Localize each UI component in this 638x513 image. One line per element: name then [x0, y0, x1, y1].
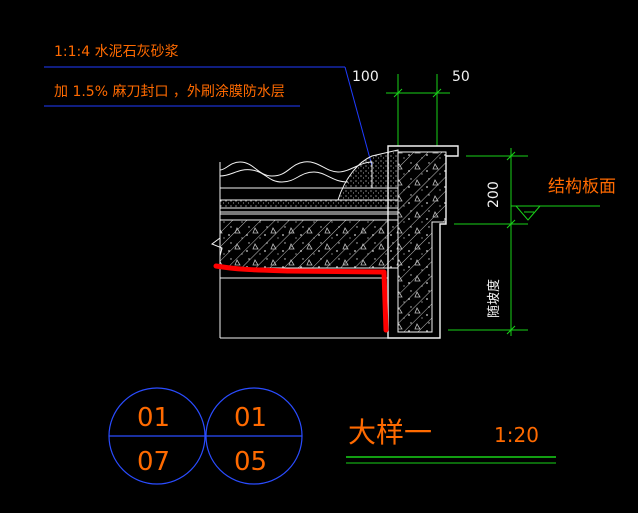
callout-1: 01 07	[108, 387, 206, 485]
note-line-1: 1:1:4 水泥石灰砂浆	[54, 44, 179, 60]
dimension-100: 100	[352, 69, 379, 85]
detail-title: 大样一	[348, 416, 432, 449]
callout-2-top: 01	[234, 403, 267, 433]
label-structure-slab: 结构板面	[548, 177, 616, 197]
highlight-markup	[213, 263, 389, 333]
callout-1-top: 01	[137, 403, 170, 433]
note-line-2: 加 1.5% 麻刀封口 ，外刷涂膜防水层	[54, 84, 285, 100]
dimension-200: 200	[486, 181, 502, 208]
roof-layers	[210, 149, 399, 339]
dimension-slope-note: 随坡度	[486, 279, 502, 318]
detail-scale: 1:20	[494, 423, 539, 447]
callout-2: 01 05	[205, 387, 303, 485]
callout-2-bottom: 05	[234, 447, 267, 477]
dimension-50-lines	[386, 74, 450, 146]
dimension-50: 50	[452, 69, 470, 85]
edge-beam	[387, 145, 459, 339]
callout-1-bottom: 07	[137, 447, 170, 477]
dimension-vertical-lines	[448, 148, 600, 336]
note-leader-line	[344, 66, 373, 167]
